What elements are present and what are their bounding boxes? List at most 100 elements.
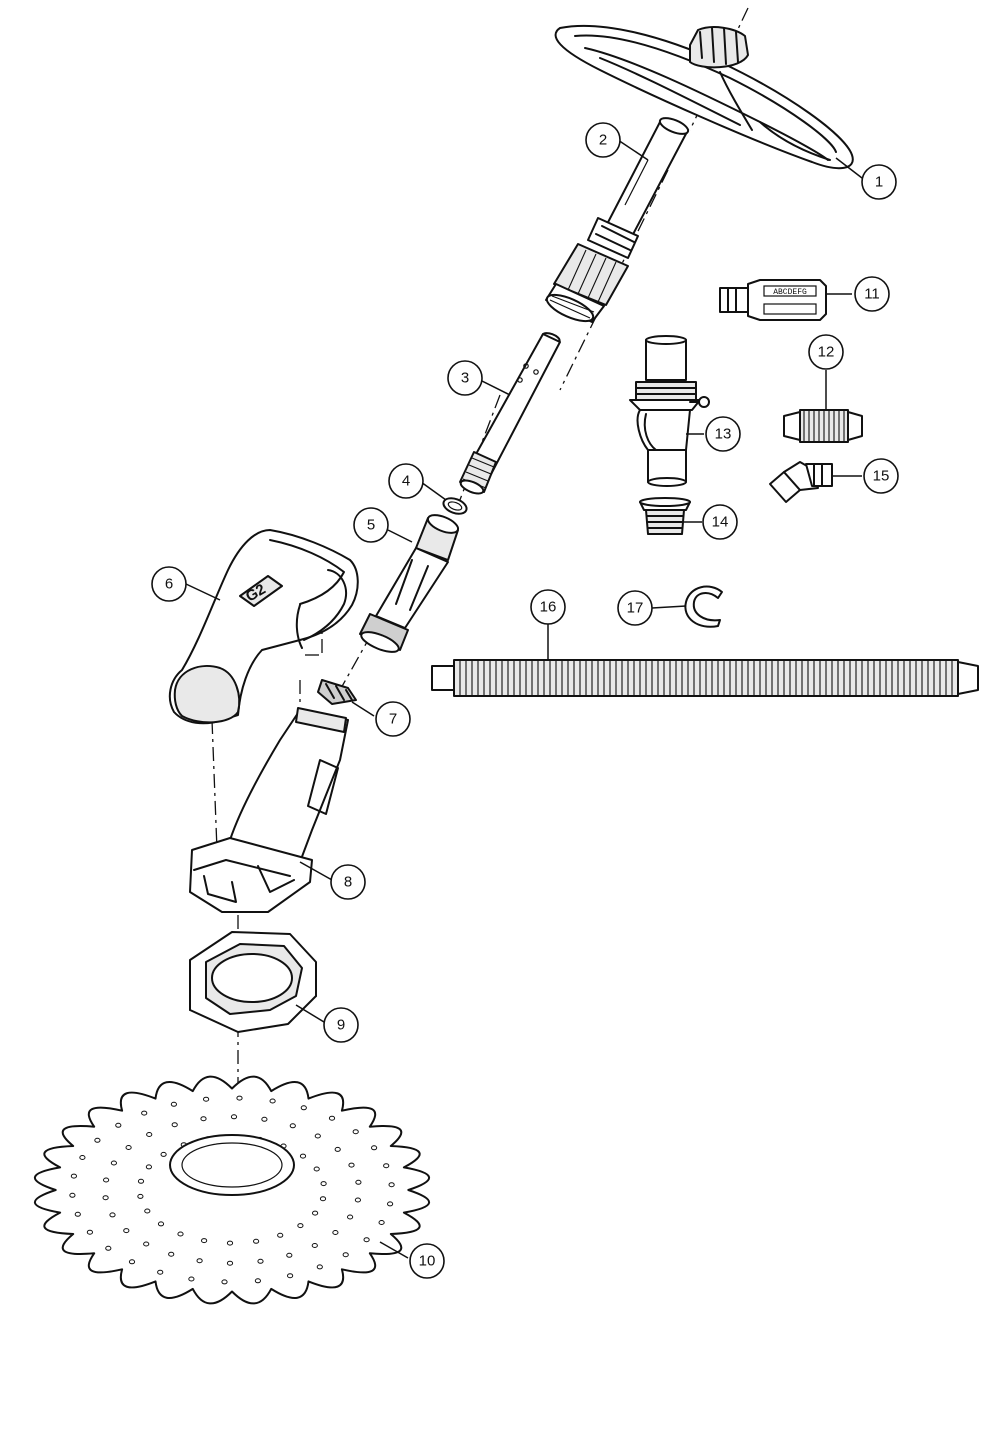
skirt-hole xyxy=(387,1201,394,1207)
skirt-hole xyxy=(144,1208,151,1214)
skirt-hole xyxy=(253,1238,260,1244)
part-13-regulator xyxy=(629,335,710,487)
skirt-hole xyxy=(201,1238,208,1244)
callout-label: 7 xyxy=(389,711,397,728)
skirt-hole xyxy=(371,1145,378,1151)
callout-9: 9 xyxy=(323,1007,359,1043)
skirt-hole xyxy=(342,1252,349,1258)
skirt-hole xyxy=(188,1276,195,1282)
skirt-hole xyxy=(115,1122,122,1128)
skirt-hole xyxy=(286,1252,293,1258)
callout-label: 11 xyxy=(864,286,880,303)
skirt-hole xyxy=(354,1197,361,1203)
skirt-hole xyxy=(69,1192,76,1198)
skirt-hole xyxy=(137,1178,145,1184)
skirt-hole xyxy=(177,1231,184,1237)
callout-label: 4 xyxy=(402,473,410,490)
skirt-hole xyxy=(168,1251,175,1257)
callout-13: 13 xyxy=(705,416,741,452)
part-12-short-hose xyxy=(783,409,863,443)
skirt-hole xyxy=(378,1220,385,1225)
callout-3: 3 xyxy=(447,360,483,396)
callout-label: 10 xyxy=(419,1253,436,1270)
skirt-hole xyxy=(355,1179,362,1185)
skirt-holes xyxy=(69,1095,395,1285)
part-9-ring xyxy=(189,931,317,1033)
callout-label: 5 xyxy=(367,517,375,534)
skirt-hole xyxy=(157,1269,164,1275)
skirt-hole xyxy=(105,1245,112,1251)
part-11-flow-gauge: ABCDEFG xyxy=(719,279,827,321)
part-8-body xyxy=(189,707,349,913)
skirt-hole xyxy=(332,1230,339,1235)
skirt-hole xyxy=(145,1164,152,1170)
skirt-hole xyxy=(170,1101,177,1107)
skirt-hole xyxy=(299,1153,307,1159)
skirt-hole xyxy=(269,1098,276,1104)
skirt-hole xyxy=(314,1133,321,1139)
skirt-hole xyxy=(257,1258,264,1264)
callout-label: 17 xyxy=(627,600,644,617)
skirt-hole xyxy=(171,1122,178,1128)
skirt-hole xyxy=(79,1155,86,1160)
callout-2: 2 xyxy=(585,122,621,158)
callout-label: 3 xyxy=(461,370,469,387)
skirt-hole xyxy=(289,1123,296,1129)
callout-14: 14 xyxy=(702,504,738,540)
callout-7: 7 xyxy=(375,701,411,737)
callout-label: 2 xyxy=(599,132,607,149)
leader-lines xyxy=(185,139,863,1259)
skirt-hole xyxy=(363,1237,370,1243)
callout-8: 8 xyxy=(330,864,366,900)
skirt-hole xyxy=(146,1132,153,1137)
callout-label: 12 xyxy=(818,344,835,361)
skirt-hole xyxy=(203,1096,210,1102)
skirt-hole xyxy=(316,1264,323,1270)
skirt-hole xyxy=(388,1182,395,1188)
skirt-hole xyxy=(334,1146,341,1152)
skirt-hole xyxy=(137,1193,144,1199)
skirt-hole xyxy=(277,1232,284,1238)
skirt-hole xyxy=(196,1258,203,1264)
skirt-hole xyxy=(102,1195,109,1201)
part-1-disc xyxy=(554,24,854,170)
skirt-hole xyxy=(70,1173,78,1179)
callout-17: 17 xyxy=(617,590,653,626)
part-17-c-clip xyxy=(684,585,723,628)
callout-label: 16 xyxy=(540,599,557,616)
callout-label: 14 xyxy=(712,514,729,531)
skirt-hole xyxy=(125,1145,132,1150)
callout-12: 12 xyxy=(808,334,844,370)
part-16-hose xyxy=(431,659,979,697)
callout-label: 8 xyxy=(344,874,352,891)
callout-label: 1 xyxy=(875,174,883,191)
callout-11: 11 xyxy=(854,276,890,312)
skirt-hole xyxy=(103,1177,110,1183)
skirt-hole xyxy=(287,1273,294,1279)
skirt-hole xyxy=(141,1110,148,1116)
skirt-hole xyxy=(236,1095,243,1101)
skirt-hole xyxy=(157,1221,165,1227)
skirt-hole xyxy=(319,1196,327,1202)
skirt-hole xyxy=(313,1166,320,1172)
skirt-hole xyxy=(200,1116,207,1122)
skirt-hole xyxy=(352,1129,359,1135)
skirt-hole xyxy=(300,1105,307,1111)
callout-4: 4 xyxy=(388,463,424,499)
skirt-hole xyxy=(221,1279,228,1285)
skirt-hole xyxy=(311,1243,318,1248)
skirt-hole xyxy=(230,1114,238,1120)
callout-label: 9 xyxy=(337,1017,345,1034)
part-4-o-ring xyxy=(442,497,468,515)
skirt-hole xyxy=(160,1151,167,1157)
skirt-hole xyxy=(86,1229,94,1235)
skirt-hole xyxy=(128,1259,136,1265)
skirt-hole xyxy=(261,1116,268,1122)
part-2-swivel-hose xyxy=(545,117,690,323)
skirt-hole xyxy=(109,1212,116,1218)
part-5-throat xyxy=(359,514,460,653)
skirt-hole xyxy=(123,1228,130,1234)
skirt-hole xyxy=(226,1260,234,1266)
